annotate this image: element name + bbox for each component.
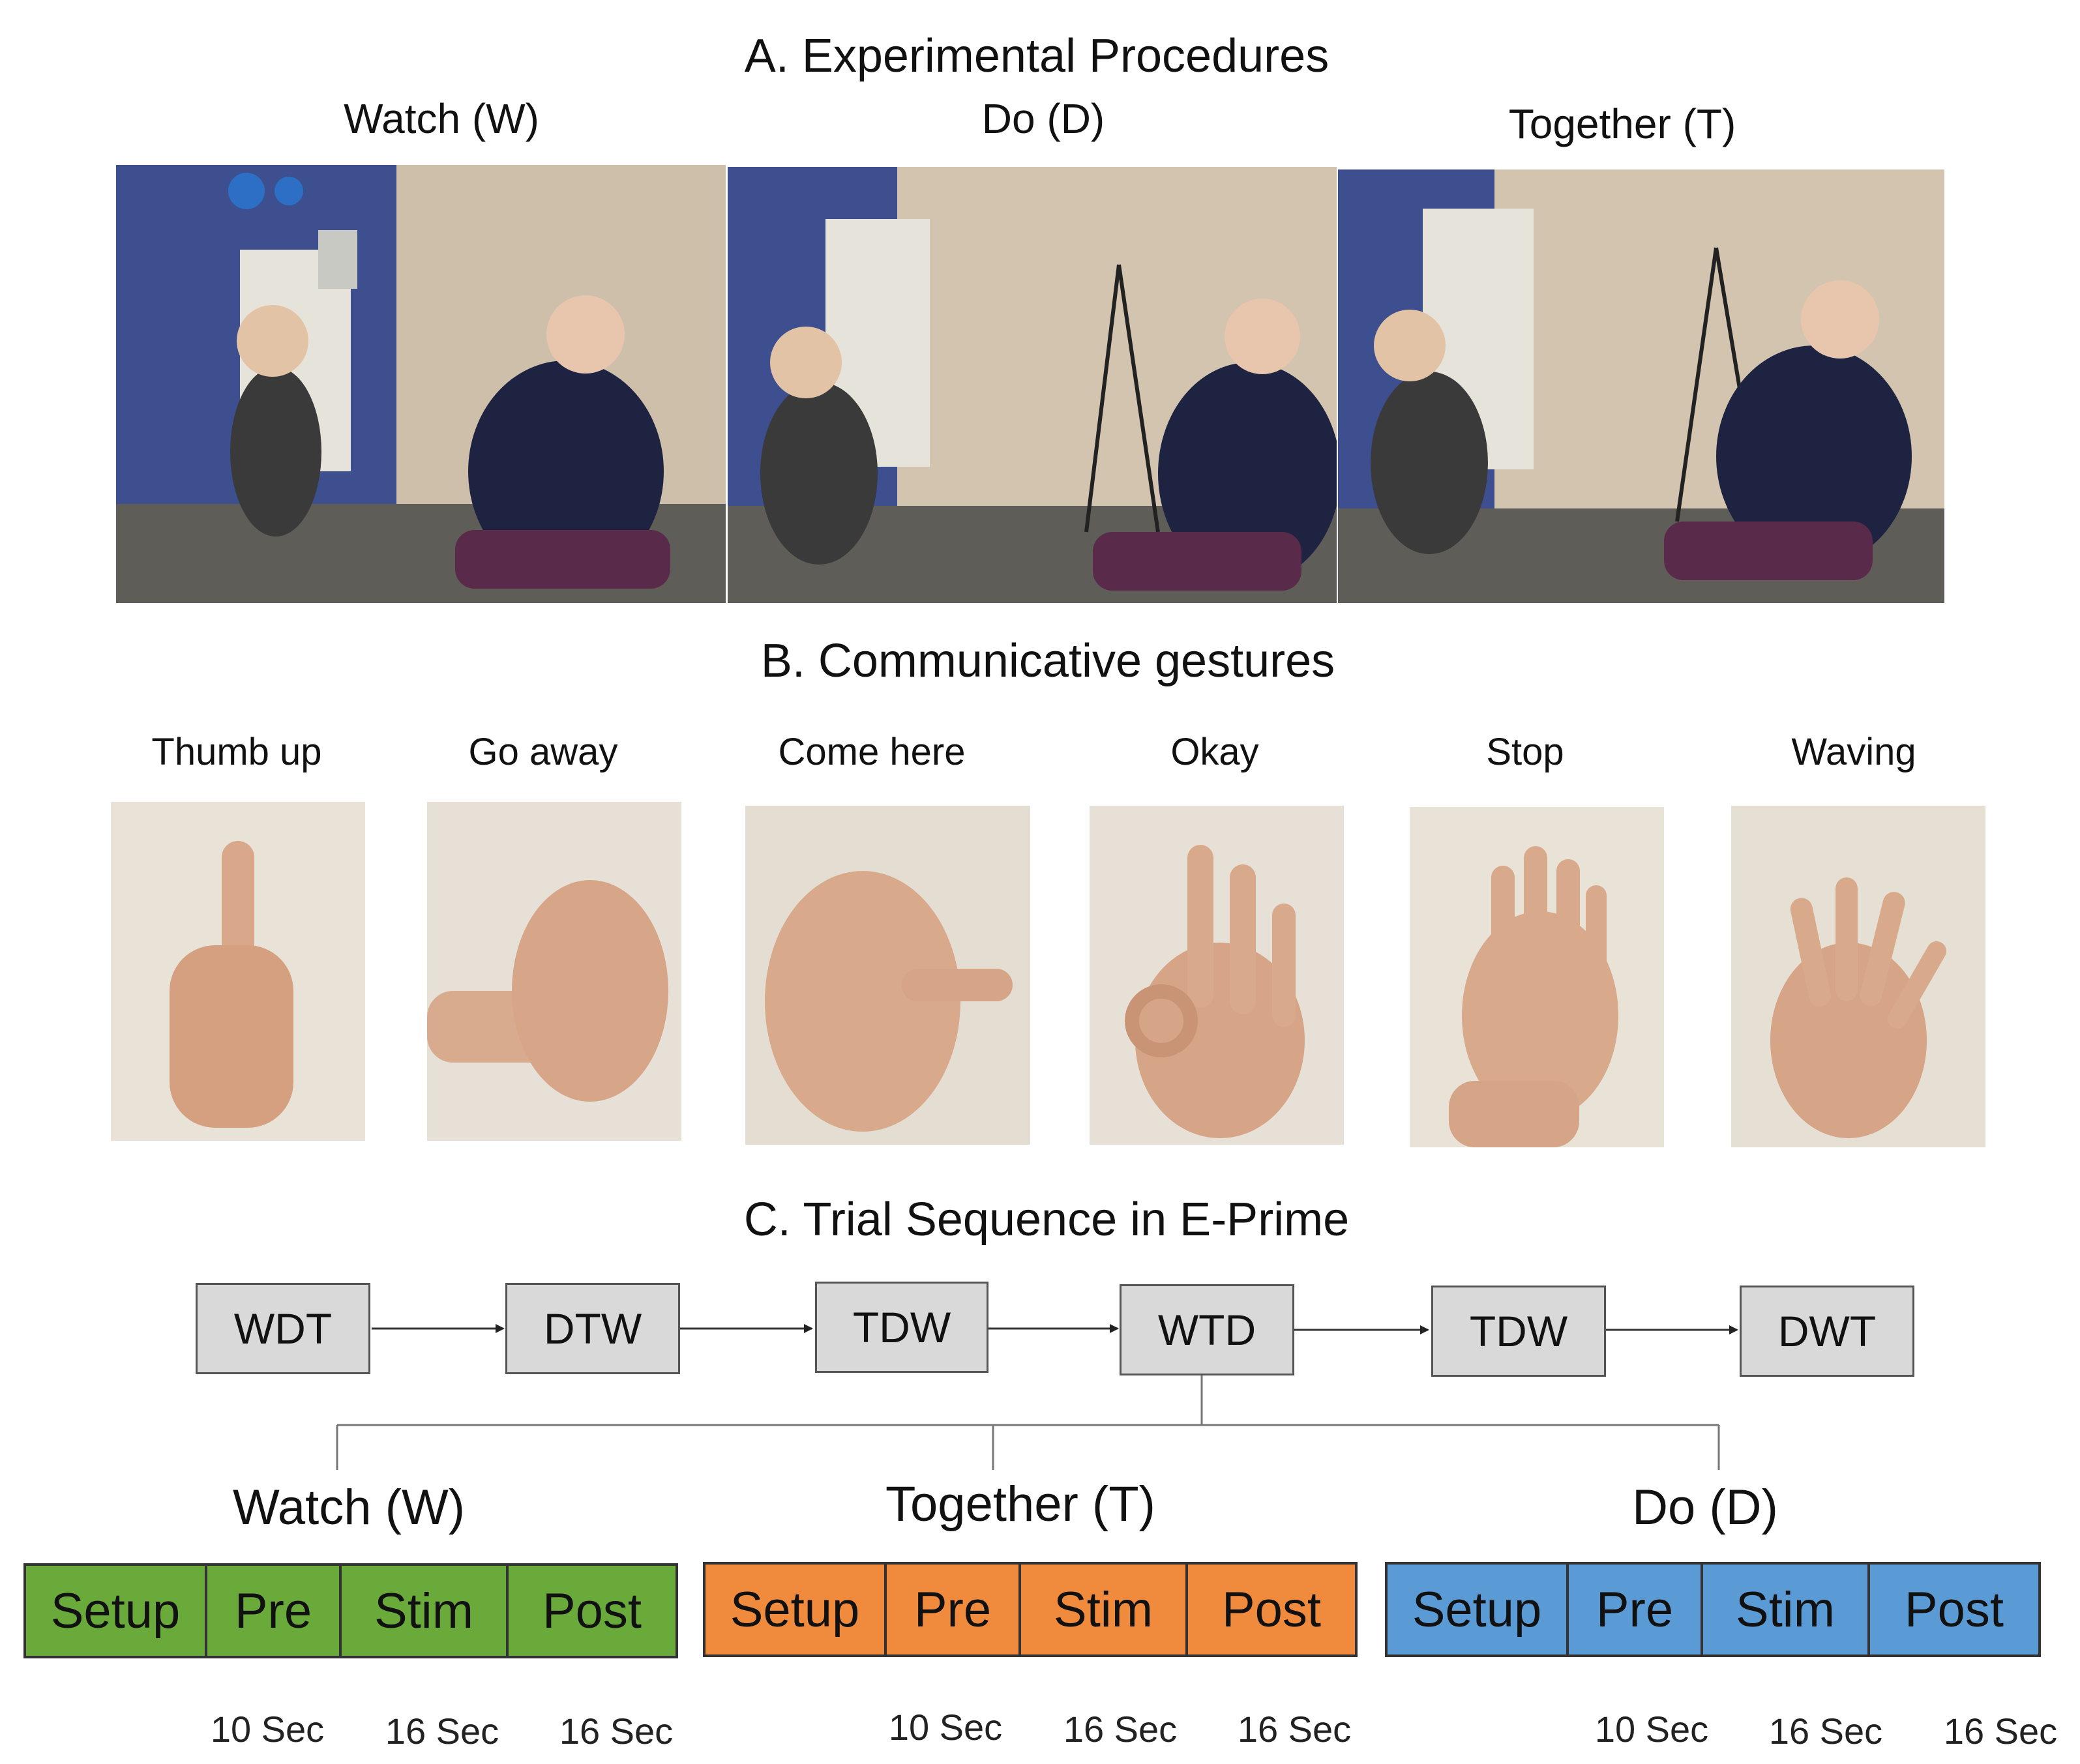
phase-bar-together: Setup Pre Stim Post	[703, 1562, 1358, 1657]
timing-label: 10 Sec	[1594, 1709, 1709, 1750]
phase-bar-do: Setup Pre Stim Post	[1385, 1562, 2041, 1657]
gesture-label-okay: Okay	[1170, 731, 1259, 773]
segment-stim: Stim	[342, 1566, 509, 1656]
timing-label: 16 Sec	[559, 1711, 674, 1752]
segment-stim: Stim	[1703, 1565, 1870, 1654]
gesture-photo-come-here	[745, 806, 1030, 1145]
timing-label: 16 Sec	[1063, 1709, 1178, 1750]
photo-together	[1338, 169, 1944, 603]
gesture-photo-waving	[1731, 806, 1985, 1147]
gesture-photo-go-away	[427, 802, 681, 1141]
gesture-label-thumb-up: Thumb up	[151, 731, 322, 773]
timing-label: 16 Sec	[1237, 1709, 1352, 1750]
sequence-box-4: WTD	[1120, 1284, 1294, 1375]
gesture-photo-okay	[1090, 806, 1344, 1145]
sequence-box-2: DTW	[505, 1283, 680, 1374]
panel-label-watch: Watch (W)	[344, 95, 539, 142]
condition-label-do: Do (D)	[1632, 1480, 1778, 1535]
timing-label: 10 Sec	[888, 1707, 1003, 1748]
timing-label: 10 Sec	[210, 1709, 325, 1750]
condition-label-together: Together (T)	[885, 1477, 1155, 1532]
panel-label-together: Together (T)	[1508, 100, 1736, 147]
segment-post: Post	[1221, 1581, 1322, 1638]
photo-do	[728, 167, 1337, 603]
timing-label: 16 Sec	[1943, 1711, 2058, 1752]
segment-setup: Setup	[26, 1566, 207, 1656]
panel-label-do: Do (D)	[981, 95, 1105, 142]
expansion-bracket	[336, 1375, 1720, 1470]
gesture-photo-stop	[1410, 807, 1664, 1147]
sequence-box-1: WDT	[196, 1283, 370, 1374]
gesture-label-come-here: Come here	[778, 731, 966, 773]
photo-watch	[116, 165, 726, 603]
gesture-label-go-away: Go away	[468, 731, 618, 773]
segment-setup: Setup	[706, 1565, 887, 1654]
sequence-box-6: DWT	[1740, 1286, 1914, 1377]
segment-setup: Setup	[1388, 1565, 1569, 1654]
segment-pre: Pre	[887, 1565, 1021, 1654]
timing-label: 16 Sec	[1768, 1711, 1883, 1752]
gesture-photo-thumb-up	[111, 802, 365, 1141]
gesture-label-stop: Stop	[1486, 731, 1564, 773]
section-b-title: B. Communicative gestures	[760, 635, 1335, 687]
sequence-box-5: TDW	[1431, 1286, 1606, 1377]
gesture-label-waving: Waving	[1791, 731, 1916, 773]
phase-bar-watch: Setup Pre Stim Post	[23, 1563, 678, 1658]
segment-stim: Stim	[1021, 1565, 1188, 1654]
segment-pre: Pre	[1569, 1565, 1703, 1654]
section-a-title: A. Experimental Procedures	[744, 30, 1330, 82]
segment-pre: Pre	[207, 1566, 342, 1656]
condition-label-watch: Watch (W)	[232, 1480, 466, 1535]
timing-label: 16 Sec	[385, 1711, 499, 1752]
segment-post: Post	[542, 1583, 642, 1639]
sequence-box-3: TDW	[815, 1282, 988, 1373]
segment-post: Post	[1904, 1581, 2004, 1638]
section-c-title: C. Trial Sequence in E-Prime	[743, 1194, 1350, 1246]
